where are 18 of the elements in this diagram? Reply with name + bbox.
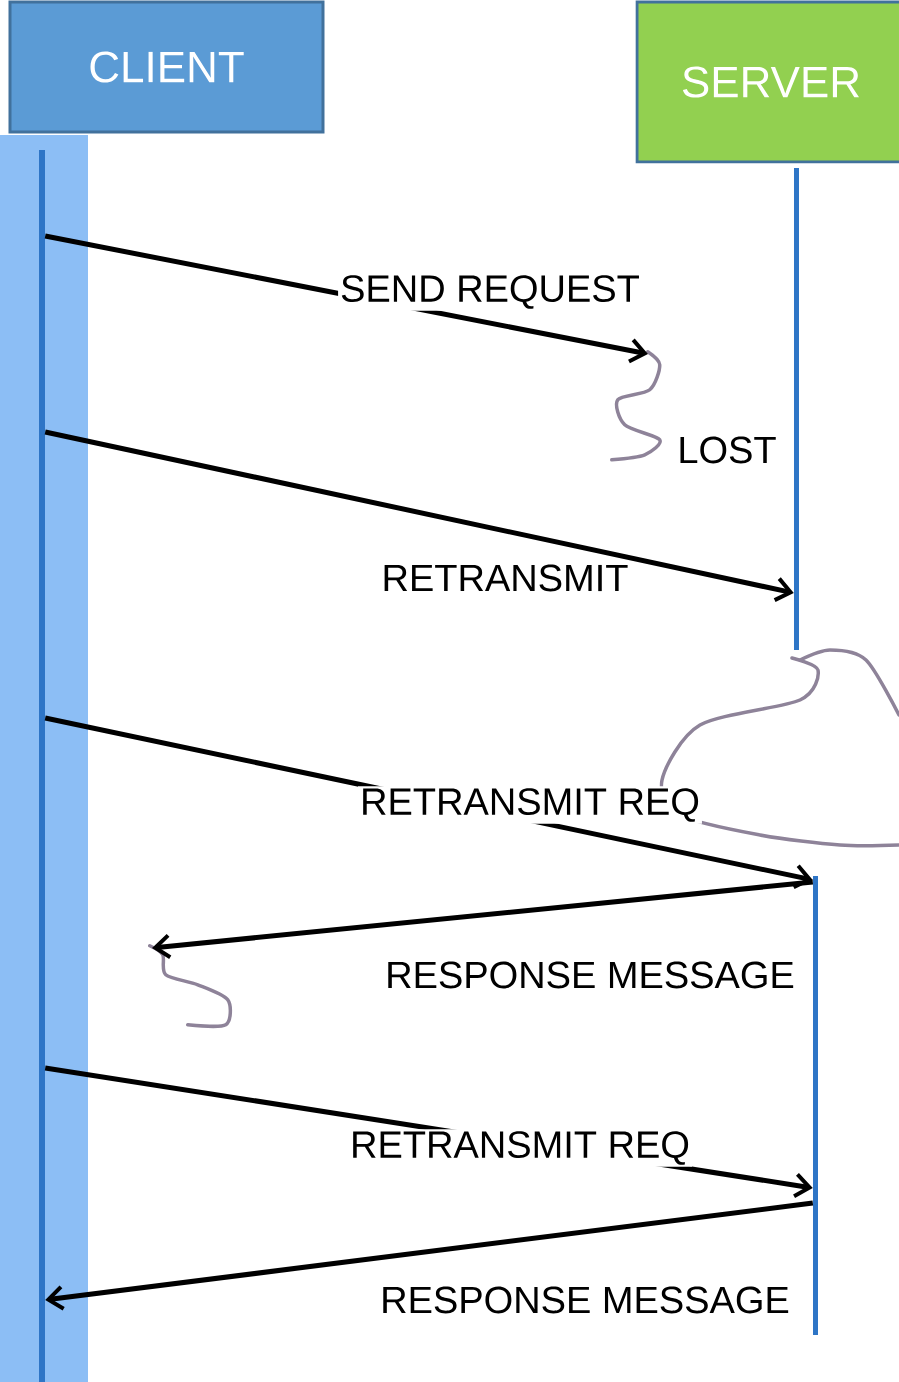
arrow (44, 233, 648, 364)
actor-box: CLIENT (8, 0, 325, 134)
edge-label: RETRANSMIT REQ (348, 1129, 692, 1167)
arrow (45, 1200, 814, 1311)
arrow (44, 429, 794, 602)
note-label: LOST (680, 436, 776, 464)
edge-label: RETRANSMIT (379, 562, 631, 594)
lifeline (39, 150, 45, 1382)
lost-squiggle (610, 350, 662, 462)
edge-label: SEND REQUEST (338, 273, 642, 311)
arrow (152, 879, 814, 959)
edge-label: RESPONSE MESSAGE (378, 1284, 792, 1316)
edge-label: RESPONSE MESSAGE (383, 959, 797, 991)
edge-label: RETRANSMIT REQ (358, 786, 702, 824)
lifeline (794, 168, 799, 650)
actor-box: SERVER (635, 0, 899, 164)
lifeline (813, 876, 818, 1335)
lost-squiggle (148, 944, 233, 1029)
